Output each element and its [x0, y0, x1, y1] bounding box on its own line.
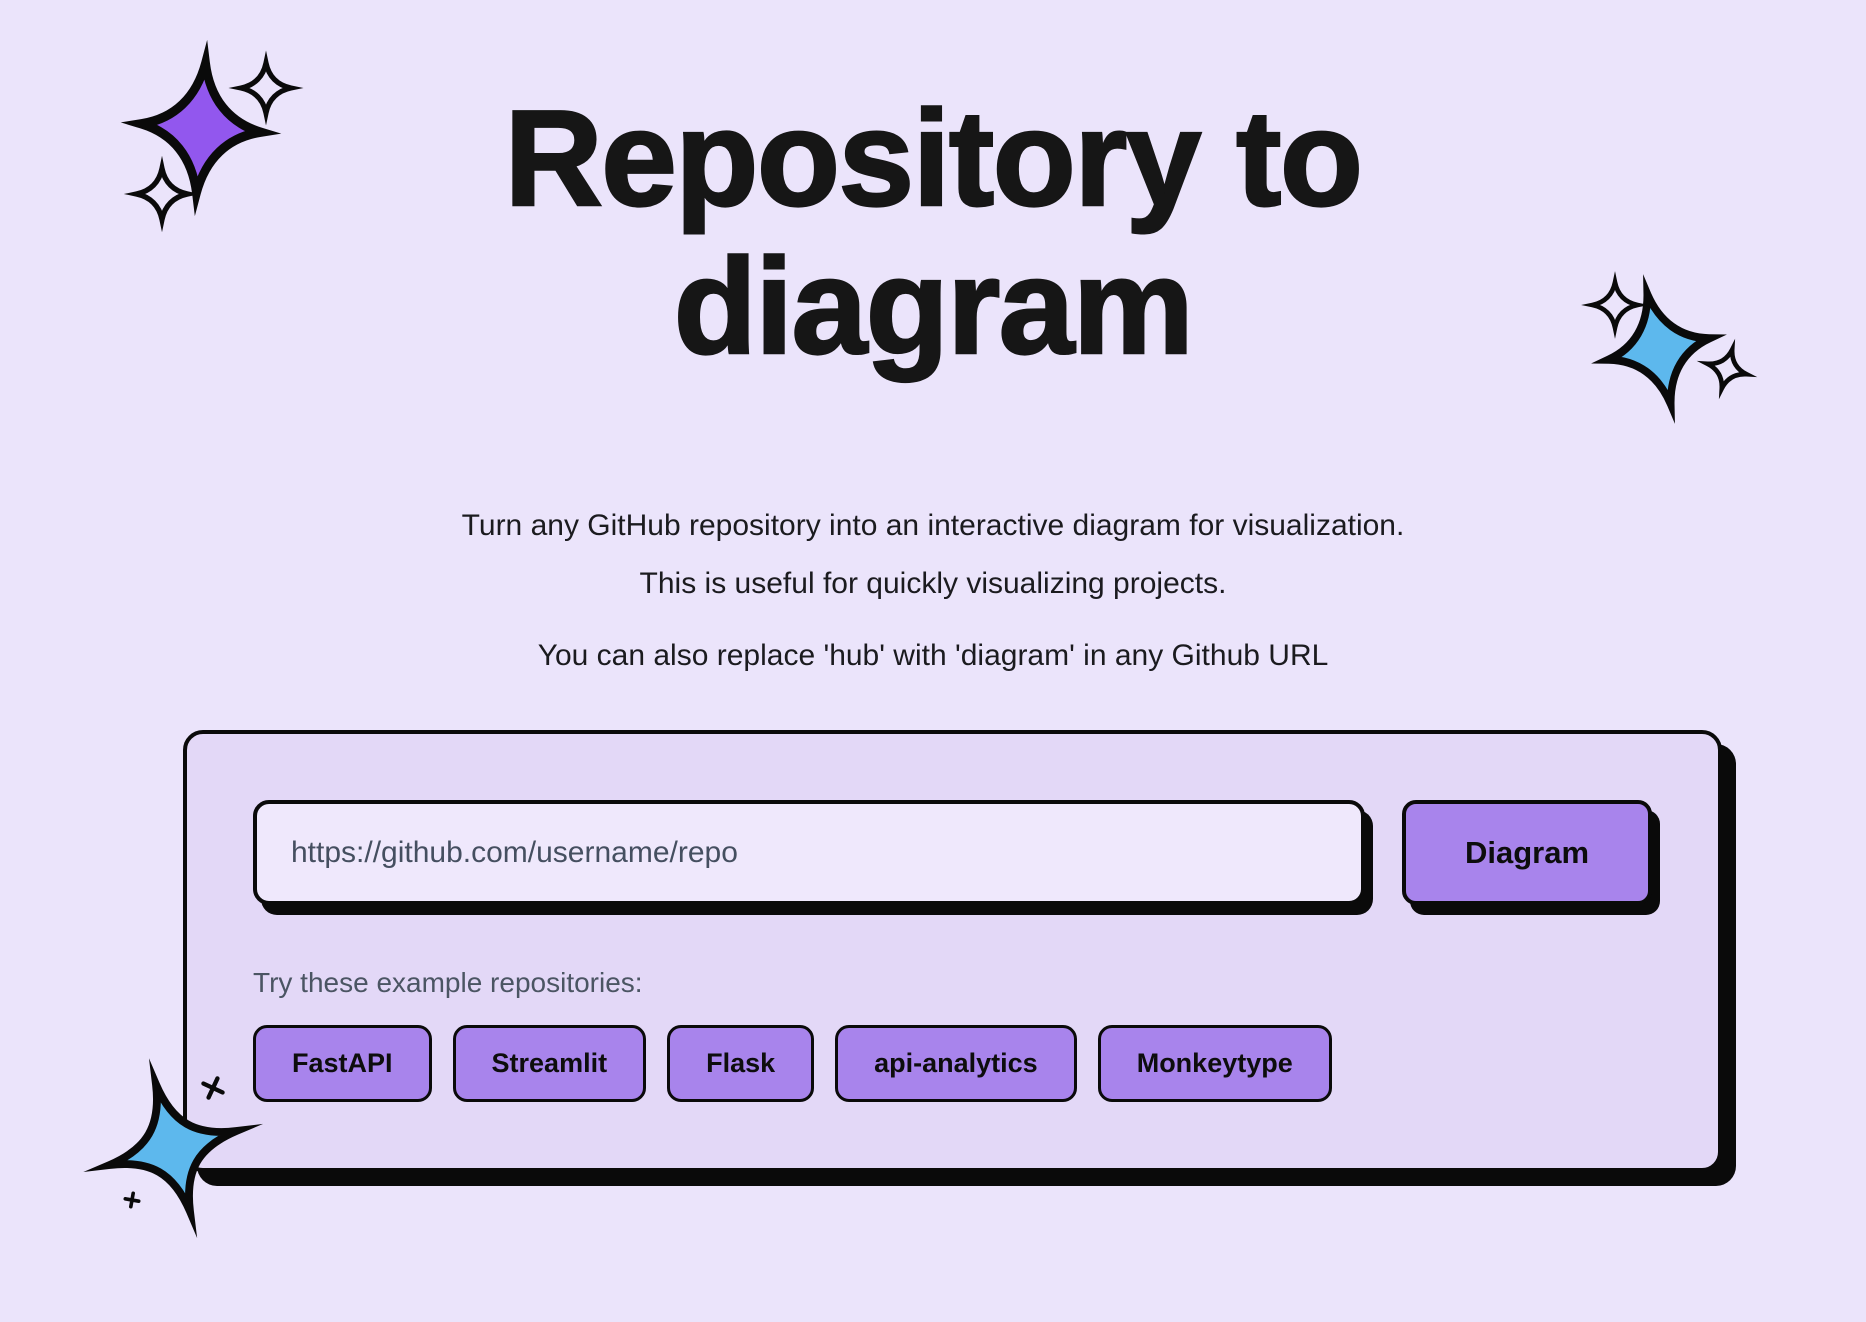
subtitle-note: You can also replace 'hub' with 'diagram… [537, 639, 1329, 672]
example-repo-button-flask[interactable]: Flask [667, 1025, 815, 1102]
page-title-line-1: Repository to [503, 82, 1364, 234]
page-title: Repository to diagram [0, 82, 1866, 382]
plus-sparkle-icon [122, 1190, 142, 1210]
repo-url-input[interactable] [253, 800, 1365, 905]
blue-sparkle-icon [93, 1068, 253, 1228]
example-repo-button-fastapi[interactable]: FastAPI [253, 1025, 432, 1102]
repo-form-card: Diagram Try these example repositories: … [183, 730, 1722, 1172]
url-form-row: Diagram [253, 800, 1652, 905]
page-title-line-2: diagram [672, 230, 1195, 382]
hero-subtitle: Turn any GitHub repository into an inter… [0, 497, 1866, 685]
examples-row: FastAPI Streamlit Flask api-analytics Mo… [253, 1025, 1652, 1102]
subtitle-line-1: Turn any GitHub repository into an inter… [461, 509, 1405, 542]
plus-sparkle-icon [199, 1074, 227, 1102]
example-repo-button-monkeytype[interactable]: Monkeytype [1097, 1025, 1332, 1102]
diagram-submit-button[interactable]: Diagram [1402, 800, 1652, 905]
sparkles-decoration-bottom-left [80, 1055, 255, 1230]
example-repo-button-api-analytics[interactable]: api-analytics [835, 1025, 1077, 1102]
example-repo-button-streamlit[interactable]: Streamlit [452, 1025, 647, 1102]
examples-label: Try these example repositories: [253, 967, 643, 998]
subtitle-line-2: This is useful for quickly visualizing p… [639, 567, 1227, 600]
